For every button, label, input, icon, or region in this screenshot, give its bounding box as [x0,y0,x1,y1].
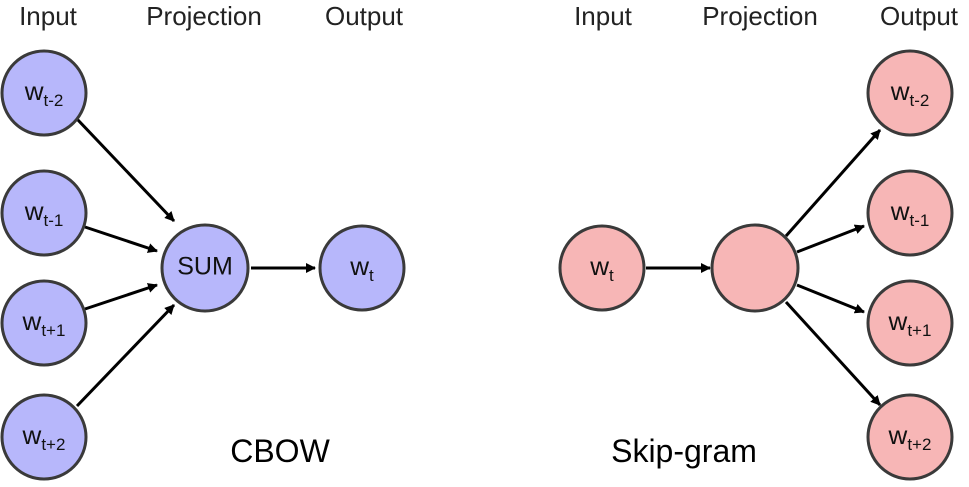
skipgram-output-node-wt-2: wt-2 [866,49,954,137]
skipgram-edge-projection-to-wt+1 [796,283,865,314]
node-subscript: t+1 [907,321,931,340]
svg-text:wt: wt [349,251,374,286]
svg-text:wt: wt [589,251,614,286]
cbow-edges [75,117,316,408]
cbow-input-header: Input [19,1,78,31]
cbow-projection-label: SUM [177,253,233,281]
node-subscript: t+2 [41,435,65,454]
node-base: w [349,251,369,281]
node-subscript: t-1 [909,211,929,230]
cbow-input-node-wt+2: wt+2 [0,393,88,481]
node-subscript: t+1 [41,321,65,340]
node-base: w [589,251,609,281]
node-base: w [24,76,44,106]
svg-text:wt-1: wt-1 [890,196,930,231]
node-base: w [24,196,44,226]
node-subscript: t-2 [909,91,929,110]
node-base: w [890,76,910,106]
skipgram-edge-projection-to-wt-2 [784,129,882,237]
skipgram-edge-projection-to-wt-1 [796,224,865,254]
skipgram-edges [646,129,882,407]
skipgram-projection-header: Projection [702,1,818,31]
skipgram-input-node-wt: wt [558,224,646,312]
cbow-output-node-wt: wt [318,224,406,312]
skipgram-projection-node [710,223,800,313]
svg-text:wt-2: wt-2 [890,76,930,111]
cbow-edge-wt+2-to-sum [75,303,176,408]
cbow-edge-wt-1-to-sum [84,225,158,253]
skipgram-output-node-wt+2: wt+2 [866,393,954,481]
svg-text:wt+2: wt+2 [22,420,66,455]
svg-text:wt-1: wt-1 [24,196,64,231]
node-subscript: t-1 [43,211,63,230]
cbow-input-node-wt-1: wt-1 [0,169,88,257]
node-base: w [22,306,42,336]
skipgram-output-node-wt+1: wt+1 [866,279,954,367]
cbow-input-node-wt-2: wt-2 [0,49,88,137]
svg-text:wt+1: wt+1 [888,306,932,341]
node-subscript: t-2 [43,91,63,110]
cbow-projection-sum-node: SUM [160,223,250,313]
node-base: w [888,420,908,450]
cbow-output-header: Output [325,1,404,31]
cbow-input-node-wt+1: wt+1 [0,279,88,367]
node-subscript: t+2 [907,435,931,454]
cbow-edge-wt+1-to-sum [84,283,158,311]
svg-text:wt-2: wt-2 [24,76,64,111]
skipgram-edge-projection-to-wt+2 [784,300,882,407]
node-base: w [890,196,910,226]
node-subscript: t [369,266,374,285]
cbow-edge-wt-2-to-sum [75,117,176,223]
skipgram-output-header: Output [880,1,959,31]
skipgram-output-node-wt-1: wt-1 [866,169,954,257]
skipgram-caption: Skip-gram [611,433,757,469]
cbow-projection-header: Projection [146,1,262,31]
node-base: w [22,420,42,450]
skipgram-input-header: Input [574,1,633,31]
svg-text:wt+1: wt+1 [22,306,66,341]
svg-text:wt+2: wt+2 [888,420,932,455]
cbow-caption: CBOW [230,433,330,469]
node-base: w [888,306,908,336]
node-subscript: t [609,266,614,285]
